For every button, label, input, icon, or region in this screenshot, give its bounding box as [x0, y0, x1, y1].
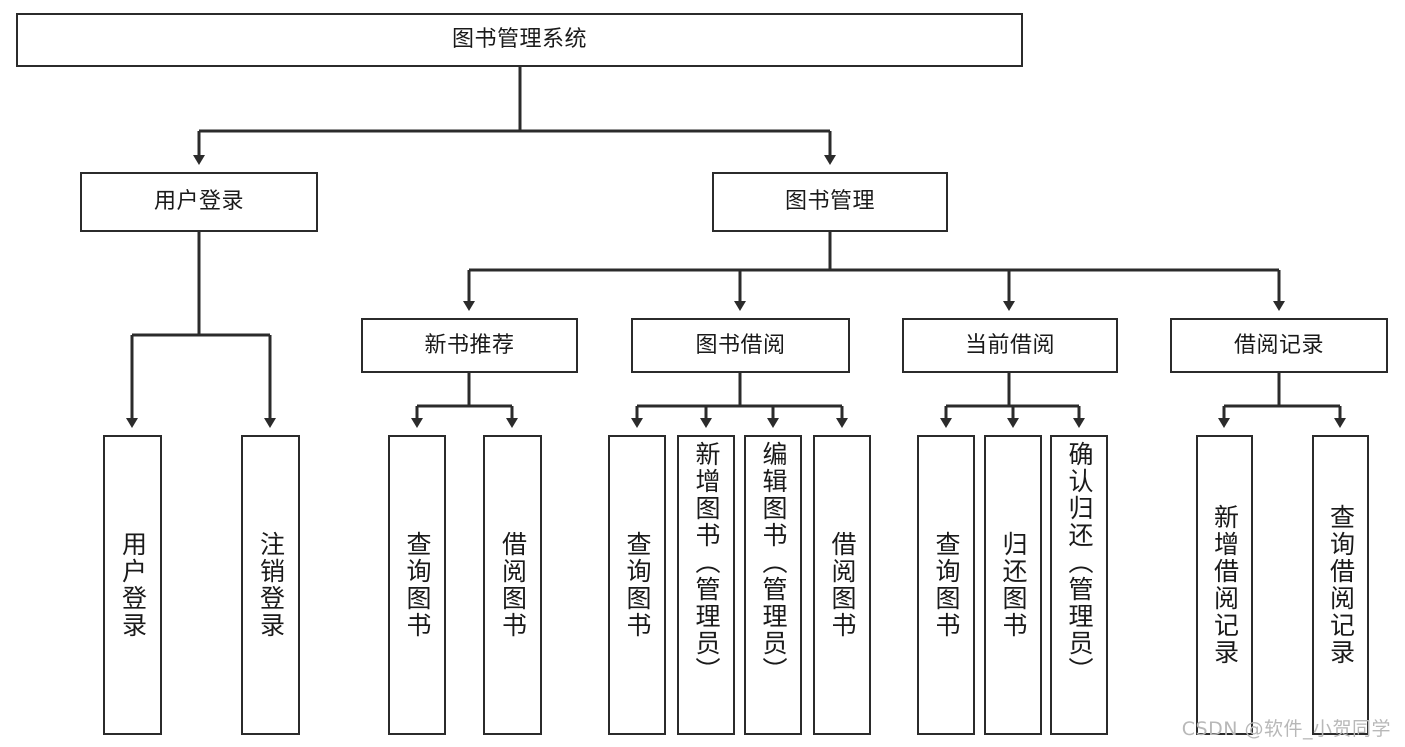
leaf-current-borrow-query-label: 查询图书: [932, 531, 961, 639]
leaf-borrow-record-add-label: 新增借阅记录: [1210, 504, 1240, 666]
node-book-borrow-label: 图书借阅: [695, 332, 786, 358]
leaf-current-borrow-confirm-label: 确认归还（管理员）: [1065, 441, 1094, 684]
leaf-book-borrow-edit-label: 编辑图书（管理员）: [759, 441, 788, 684]
node-new-book-recommend-label: 新书推荐: [424, 332, 515, 358]
node-book-borrow[interactable]: 图书借阅: [631, 318, 850, 373]
leaf-new-book-query-label: 查询图书: [403, 531, 432, 639]
node-user-login[interactable]: 用户登录: [80, 172, 318, 232]
node-root[interactable]: 图书管理系统: [16, 13, 1023, 67]
leaf-current-borrow-query[interactable]: 查询图书: [917, 435, 975, 735]
leaf-book-borrow-add[interactable]: 新增图书（管理员）: [677, 435, 735, 735]
leaf-new-book-borrow[interactable]: 借阅图书: [483, 435, 542, 735]
leaf-current-borrow-return[interactable]: 归还图书: [984, 435, 1042, 735]
node-root-label: 图书管理系统: [451, 27, 587, 53]
leaf-user-login-login[interactable]: 用户登录: [103, 435, 162, 735]
leaf-user-login-login-label: 用户登录: [118, 531, 148, 639]
node-borrow-record[interactable]: 借阅记录: [1170, 318, 1388, 373]
node-user-login-label: 用户登录: [153, 189, 244, 215]
leaf-borrow-record-add[interactable]: 新增借阅记录: [1196, 435, 1253, 735]
node-book-management[interactable]: 图书管理: [712, 172, 948, 232]
leaf-book-borrow-add-label: 新增图书（管理员）: [692, 441, 721, 684]
node-new-book-recommend[interactable]: 新书推荐: [361, 318, 578, 373]
leaf-book-borrow-query[interactable]: 查询图书: [608, 435, 666, 735]
node-book-management-label: 图书管理: [784, 189, 875, 215]
leaf-current-borrow-confirm[interactable]: 确认归还（管理员）: [1050, 435, 1108, 735]
leaf-book-borrow-borrow[interactable]: 借阅图书: [813, 435, 871, 735]
leaf-borrow-record-query[interactable]: 查询借阅记录: [1312, 435, 1369, 735]
leaf-book-borrow-borrow-label: 借阅图书: [828, 531, 857, 639]
node-current-borrow-label: 当前借阅: [964, 332, 1055, 358]
leaf-new-book-query[interactable]: 查询图书: [388, 435, 446, 735]
leaf-book-borrow-edit[interactable]: 编辑图书（管理员）: [744, 435, 802, 735]
node-borrow-record-label: 借阅记录: [1233, 332, 1324, 358]
leaf-new-book-borrow-label: 借阅图书: [498, 531, 528, 639]
leaf-user-login-logout-label: 注销登录: [256, 531, 286, 639]
node-current-borrow[interactable]: 当前借阅: [902, 318, 1118, 373]
leaf-user-login-logout[interactable]: 注销登录: [241, 435, 300, 735]
leaf-borrow-record-query-label: 查询借阅记录: [1326, 504, 1356, 666]
leaf-book-borrow-query-label: 查询图书: [623, 531, 652, 639]
leaf-current-borrow-return-label: 归还图书: [999, 531, 1028, 639]
